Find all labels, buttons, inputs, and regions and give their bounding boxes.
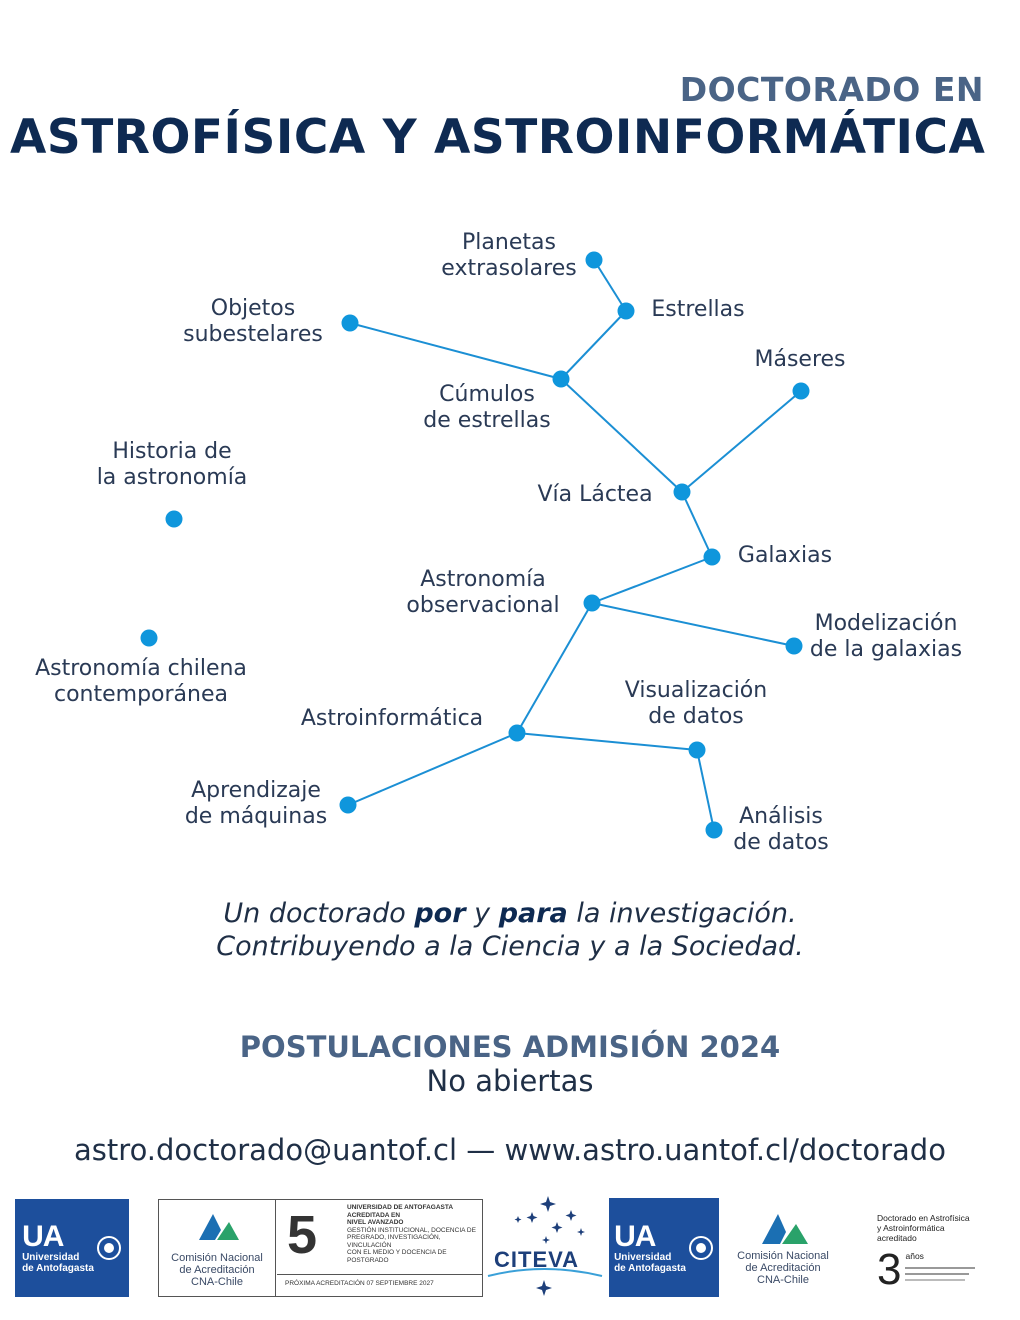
edge-observacional-astroinformatica [516, 602, 593, 734]
label-galaxias: Galaxias [737, 543, 833, 568]
node-visualizacion [688, 741, 706, 759]
label-historia: Historia de la astronomía [96, 439, 248, 490]
cna-emblem-icon [762, 1214, 808, 1244]
node-historia [165, 510, 183, 528]
pre-title: DOCTORADO EN [679, 70, 984, 109]
label-aprendizaje: Aprendizaje de máquinas [184, 778, 328, 829]
program-accreditation: Doctorado en Astrofísica y Astroinformát… [877, 1213, 997, 1303]
cna-logo-right: Comisión Nacional de Acreditación CNA-Ch… [734, 1210, 832, 1290]
node-cumulos [552, 370, 570, 388]
label-modelizacion: Modelización de la galaxias [809, 611, 963, 662]
ua-seal-icon [688, 1235, 713, 1260]
admission-status: No abiertas [426, 1064, 594, 1098]
edge-maseres-vialactea [681, 390, 802, 493]
node-astroinformatica [508, 724, 526, 742]
edge-astroinformatica-visualizacion [516, 732, 698, 751]
edge-cumulos-vialactea [560, 378, 683, 493]
cna-emblem-icon [199, 1214, 239, 1240]
ua-seal-icon [96, 1236, 121, 1260]
accreditation-box: Comisión Nacional de Acreditación CNA-Ch… [158, 1199, 483, 1297]
label-estrellas: Estrellas [651, 297, 745, 322]
node-aprendizaje [339, 796, 357, 814]
program-accreditation-years: 3 [877, 1245, 902, 1294]
admission-title: POSTULACIONES ADMISIÓN 2024 [239, 1030, 781, 1064]
tagline-line-1: Un doctorado por y para la investigación… [223, 898, 797, 929]
node-modelizacion [785, 637, 803, 655]
label-observacional: Astronomía observacional [406, 567, 560, 618]
ua-logo-right: UA Universidad de Antofagasta [609, 1198, 719, 1297]
node-observacional [583, 594, 601, 612]
node-chilena [140, 629, 158, 647]
node-objetos [341, 314, 359, 332]
label-chilena: Astronomía chilena contemporánea [35, 656, 247, 707]
edge-estrellas-cumulos [560, 310, 627, 380]
edge-vialactea-galaxias [681, 491, 713, 558]
citeva-logo: CITEVA [486, 1192, 604, 1304]
tagline-line-2: Contribuyendo a la Ciencia y a la Socied… [216, 931, 804, 962]
label-via-lactea: Vía Láctea [537, 482, 653, 507]
label-planetas: Planetas extrasolares [441, 230, 577, 281]
ua-logo-left: UA Universidad de Antofagasta [15, 1199, 129, 1297]
constellation-diagram [140, 251, 810, 839]
node-maseres [792, 382, 810, 400]
edge-visualizacion-analisis [696, 749, 715, 831]
label-analisis: Análisis de datos [733, 804, 829, 855]
label-visualizacion: Visualización de datos [624, 678, 768, 729]
node-vialactea [673, 483, 691, 501]
edge-astroinformatica-aprendizaje [347, 732, 518, 806]
label-astroinformatica: Astroinformática [300, 706, 484, 731]
label-objetos: Objetos subestelares [183, 296, 323, 347]
edge-planetas-estrellas [593, 259, 627, 312]
edge-objetos-cumulos [349, 322, 562, 380]
node-estrellas [617, 302, 635, 320]
node-analisis [705, 821, 723, 839]
contact-info[interactable]: astro.doctorado@uantof.cl — www.astro.ua… [74, 1133, 946, 1167]
cna-logo-left: Comisión Nacional de Acreditación CNA-Ch… [159, 1200, 276, 1296]
stars-icon [487, 1196, 603, 1296]
accreditation-footer: PRÓXIMA ACREDITACIÓN 07 SEPTIEMBRE 2027 [285, 1280, 434, 1287]
page-title: ASTROFÍSICA Y ASTROINFORMÁTICA [10, 110, 986, 165]
edge-galaxias-observacional [591, 556, 713, 604]
label-cumulos: Cúmulos de estrellas [423, 382, 551, 433]
edge-observacional-modelizacion [591, 602, 795, 647]
node-planetas [585, 251, 603, 269]
label-maseres: Máseres [754, 347, 846, 372]
accreditation-years: 5 [287, 1205, 318, 1265]
node-galaxias [703, 548, 721, 566]
